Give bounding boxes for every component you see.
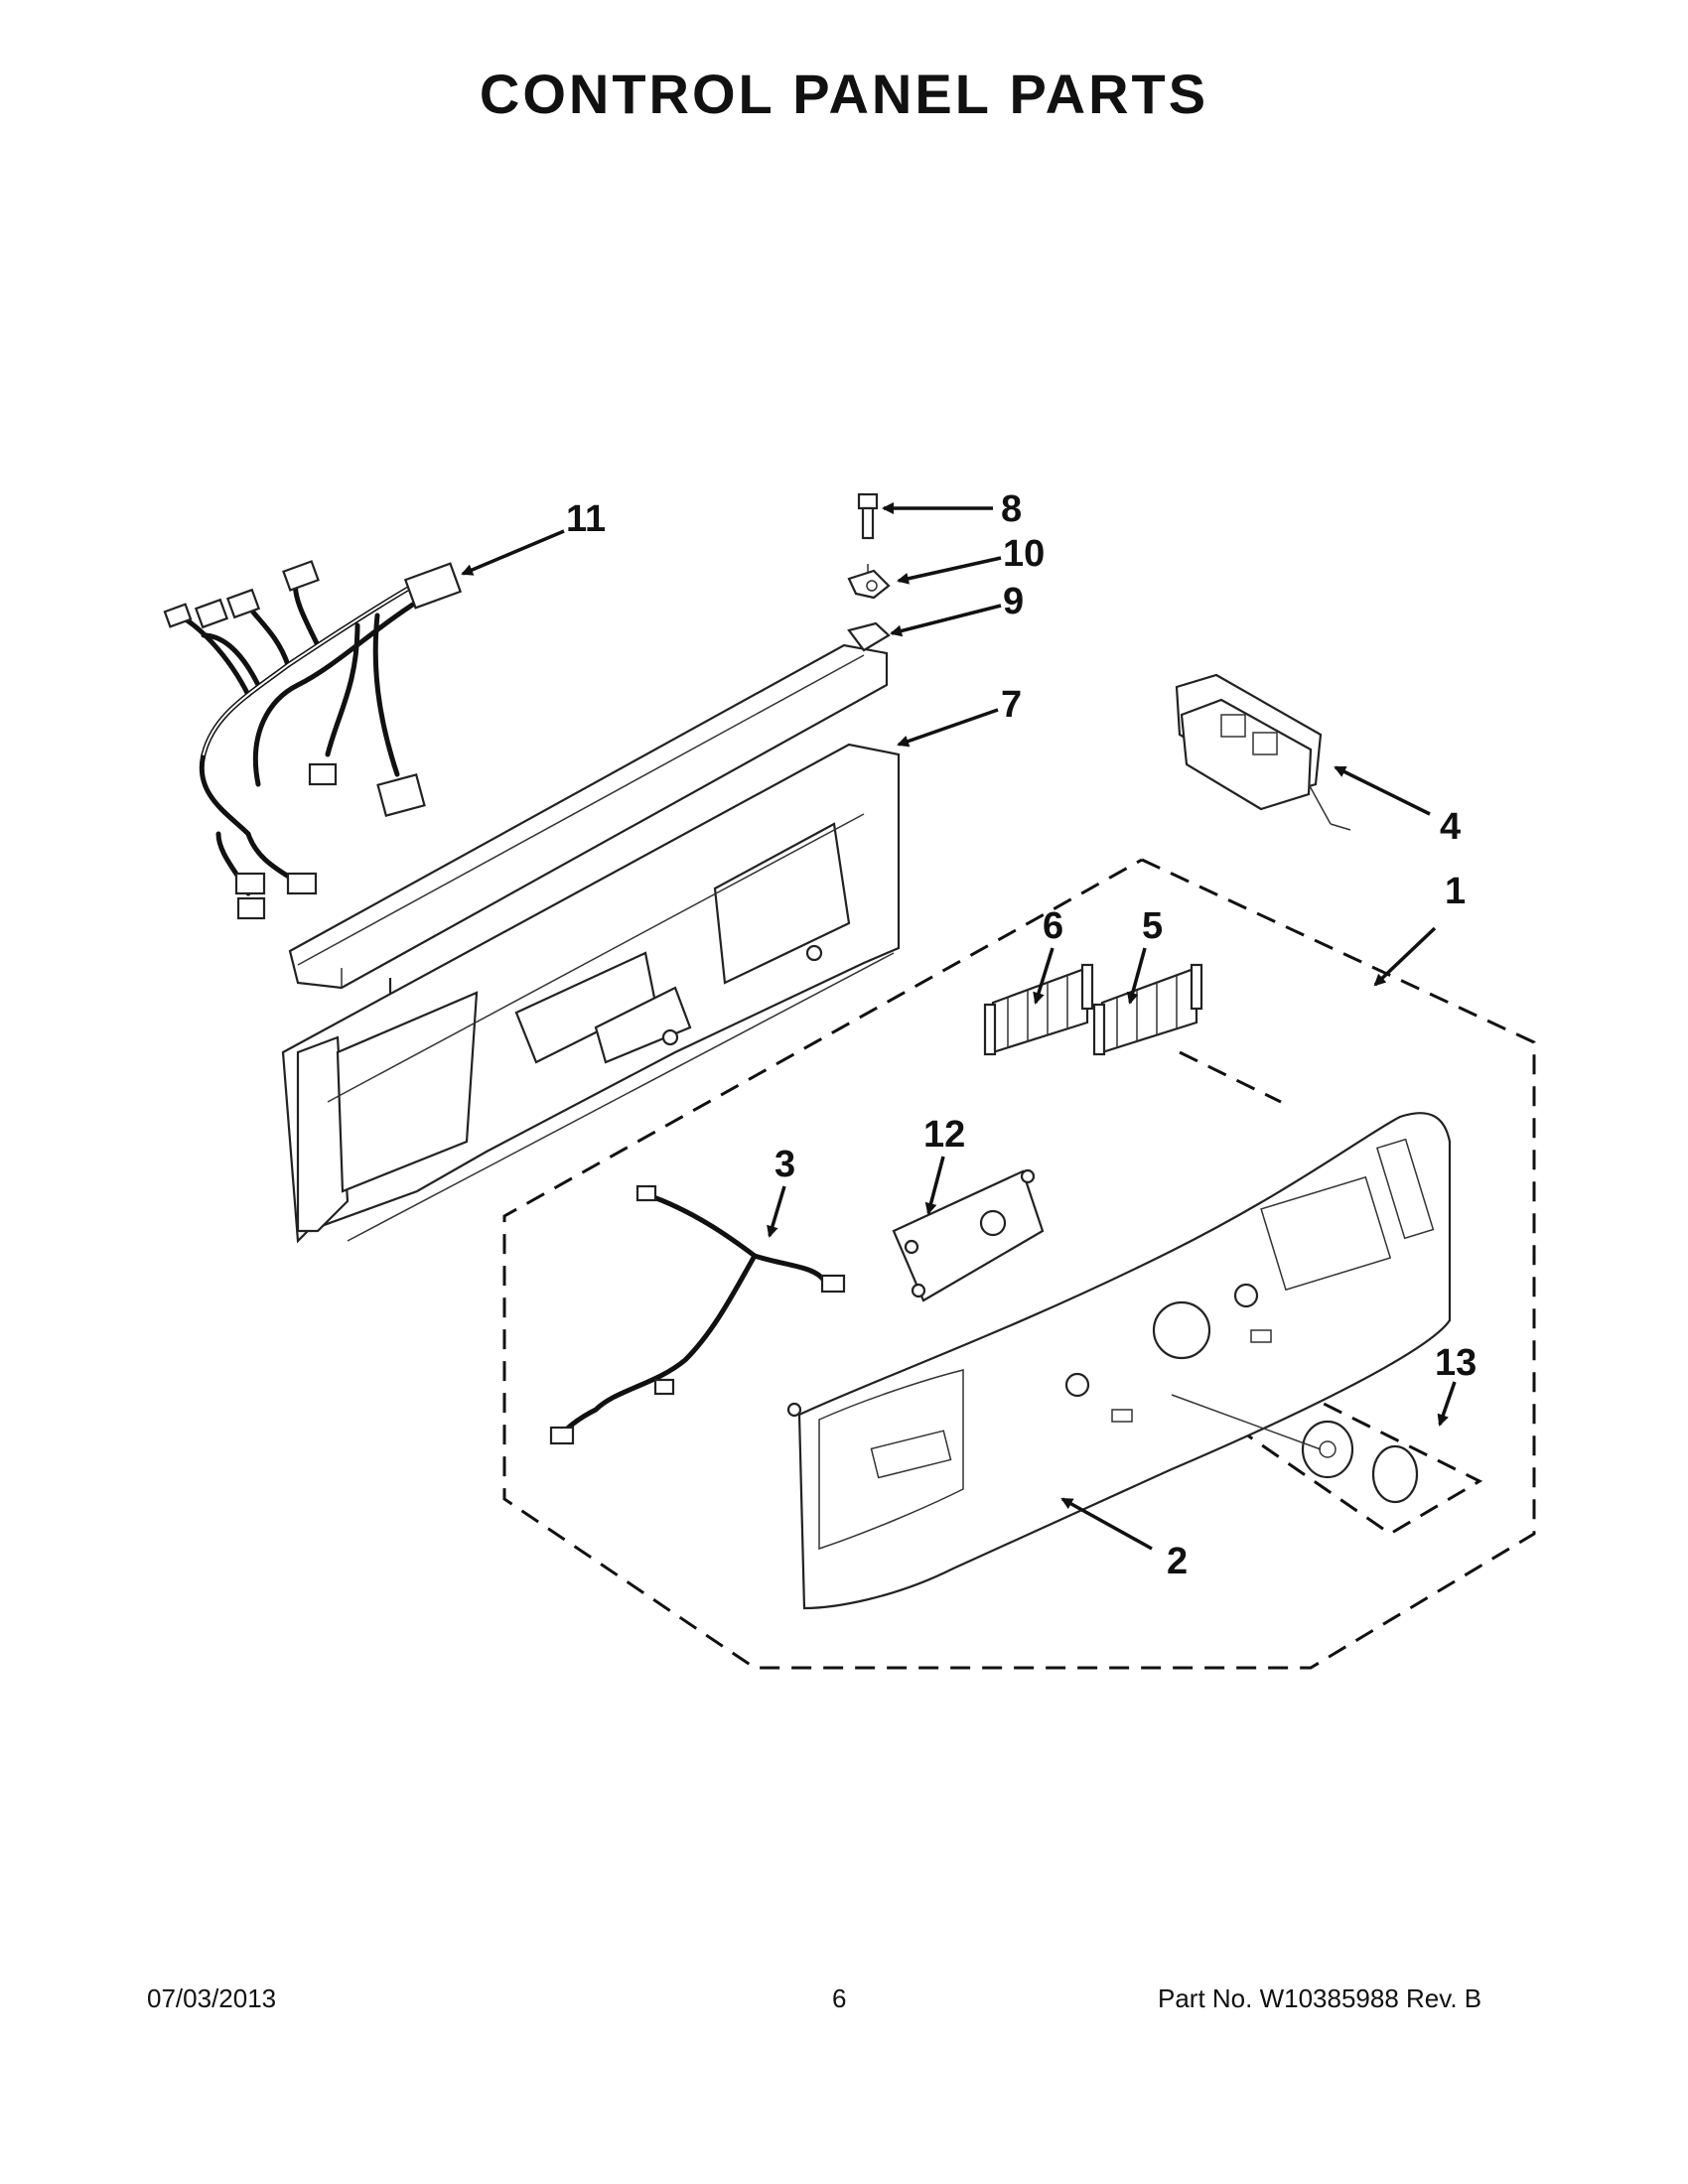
callout-8: 8: [1001, 488, 1022, 530]
callout-arrows: [461, 502, 1457, 1551]
knob-part-13: [1171, 1394, 1419, 1504]
callout-10: 10: [1003, 533, 1045, 575]
page-title: CONTROL PANEL PARTS: [479, 63, 1209, 125]
clip-part-10: [847, 569, 891, 600]
footer-date: 07/03/2013: [147, 1983, 277, 2013]
callout-13: 13: [1435, 1342, 1477, 1384]
callout-2: 2: [1167, 1541, 1188, 1582]
control-rail-part-9: [288, 621, 891, 1062]
footer-page-number: 6: [832, 1983, 847, 2013]
footer-part-number: Part No. W10385988 Rev. B: [1158, 1983, 1482, 2013]
callout-4: 4: [1440, 806, 1461, 848]
callout-5: 5: [1142, 905, 1163, 947]
ribbon-cable-part-6: [983, 963, 1094, 1056]
callout-11: 11: [566, 498, 606, 540]
callout-7: 7: [1001, 684, 1022, 726]
callout-12: 12: [923, 1114, 965, 1156]
ribbon-cable-part-5: [1092, 963, 1203, 1056]
wire-harness-part-11: [163, 560, 463, 920]
callout-labels: 8 11 10 9 7 4 1 6 5 3 12 13 2: [566, 488, 1477, 1582]
callout-3: 3: [774, 1144, 795, 1185]
wire-harness-part-3: [549, 1184, 846, 1445]
control-board-part-4: [1175, 673, 1351, 831]
console-frame-part-7: [281, 743, 901, 1244]
callout-1: 1: [1445, 871, 1466, 912]
screw-part-8: [857, 492, 879, 586]
interface-board-part-12: [892, 1168, 1045, 1302]
callout-9: 9: [1003, 581, 1024, 622]
callout-6: 6: [1043, 905, 1063, 947]
console-panel-part-2: [786, 1112, 1452, 1610]
